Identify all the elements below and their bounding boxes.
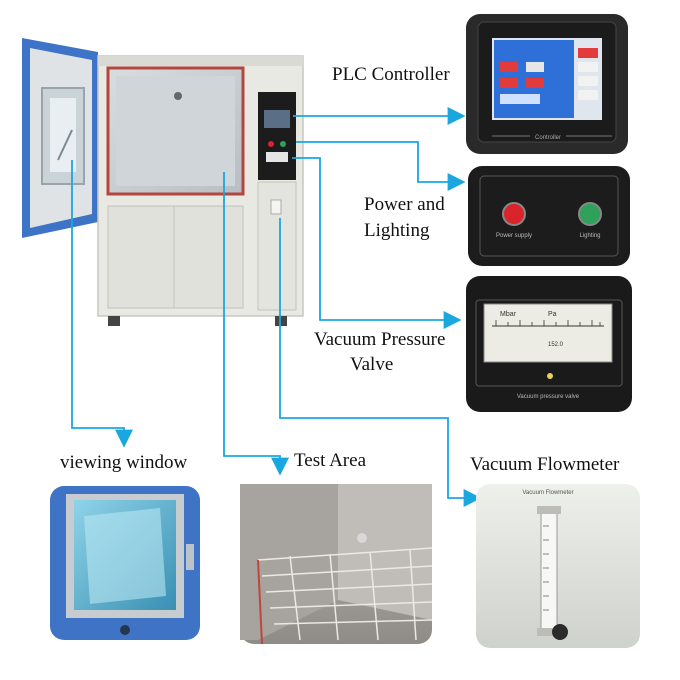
callout-labels: PLC Controller Power and Lighting Vacuum… bbox=[60, 64, 620, 475]
gauge-unit-mbar: Mbar bbox=[500, 311, 517, 318]
gauge-reading: 152.0 bbox=[548, 342, 564, 348]
power-button-icon bbox=[502, 202, 526, 226]
lighting-button-icon bbox=[578, 202, 602, 226]
label-vacuum-valve-1: Vacuum Pressure bbox=[314, 329, 445, 350]
viewing-window-photo bbox=[50, 486, 200, 640]
label-power-lighting-1: Power and bbox=[364, 194, 445, 215]
label-vacuum-flowmeter: Vacuum Flowmeter bbox=[470, 454, 620, 475]
test-chamber bbox=[22, 38, 304, 326]
flowmeter-caption: Vacuum Flowmeter bbox=[522, 490, 573, 496]
test-area-photo bbox=[240, 484, 433, 645]
flowmeter-tube bbox=[540, 511, 558, 631]
connector-arrows bbox=[71, 107, 482, 507]
power-supply-caption: Power supply bbox=[496, 233, 532, 239]
arrow-power bbox=[296, 141, 466, 191]
label-plc-controller: PLC Controller bbox=[332, 64, 450, 85]
label-viewing-window: viewing window bbox=[60, 452, 187, 473]
label-power-lighting-2: Lighting bbox=[364, 220, 430, 241]
vacuum-flowmeter-photo: Vacuum Flowmeter bbox=[476, 484, 640, 648]
pressure-gauge bbox=[483, 303, 613, 363]
arrow-viewing-window bbox=[71, 160, 133, 448]
plc-controller-photo: Controller bbox=[466, 14, 628, 154]
power-lighting-photo: Power supply Lighting bbox=[468, 166, 630, 266]
gauge-unit-pa: Pa bbox=[548, 311, 557, 318]
controller-caption: Controller bbox=[535, 135, 561, 141]
chamber-door bbox=[22, 38, 98, 238]
control-column bbox=[258, 92, 296, 180]
vacuum-valve-photo: Mbar Pa 152.0 Vacuum pressure valve bbox=[466, 276, 632, 412]
label-vacuum-valve-2: Valve bbox=[350, 354, 393, 375]
lighting-caption: Lighting bbox=[579, 233, 600, 239]
label-test-area: Test Area bbox=[294, 450, 367, 471]
arrow-flowmeter bbox=[279, 218, 482, 507]
vacuum-valve-caption: Vacuum pressure valve bbox=[517, 394, 580, 400]
arrow-test-area bbox=[223, 172, 289, 476]
arrow-vacuum-valve bbox=[292, 157, 462, 329]
flowmeter-knob-icon bbox=[552, 624, 568, 640]
